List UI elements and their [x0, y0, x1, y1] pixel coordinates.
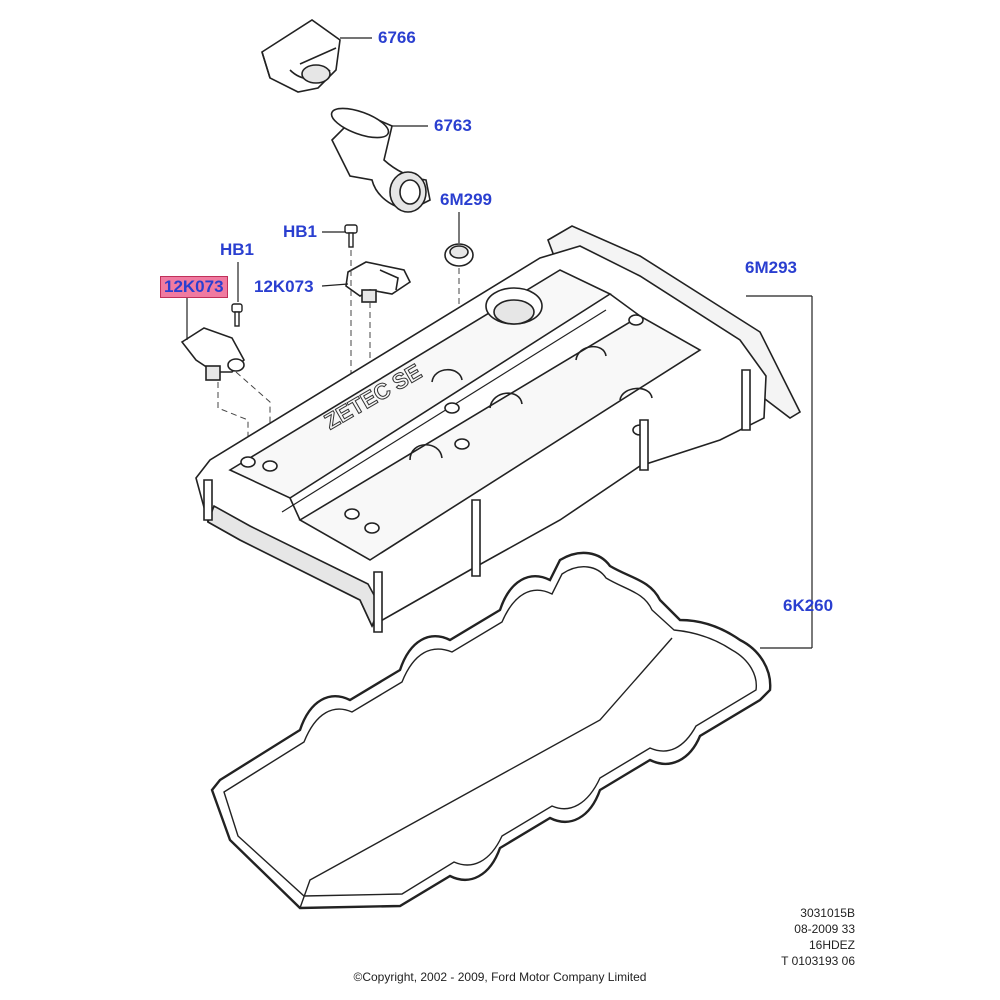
grommet-part[interactable] — [444, 243, 474, 267]
oil-filler-tube-part[interactable] — [328, 102, 431, 213]
cam-cover-gasket-part[interactable] — [210, 551, 772, 910]
callout-6m293[interactable]: 6M293 — [745, 258, 797, 277]
callout-6k260[interactable]: 6K260 — [783, 596, 834, 615]
camshaft-sensor-right-part[interactable] — [345, 261, 412, 303]
callout-12k073-left[interactable]: 12K073 — [160, 276, 228, 298]
callout-6763[interactable]: 6763 — [434, 116, 472, 135]
reference-line-3: 16HDEZ — [808, 938, 855, 952]
leader-lines — [186, 37, 813, 649]
copyright-notice: ©Copyright, 2002 - 2009, Ford Motor Comp… — [353, 970, 647, 984]
reference-line-1: 3031015B — [800, 906, 855, 920]
callout-6m299[interactable]: 6M299 — [440, 190, 492, 209]
callout-hb1-left[interactable]: HB1 — [220, 240, 255, 259]
callout-6766[interactable]: 6766 — [378, 28, 416, 47]
illustration-reference: 3031015B 08-2009 33 16HDEZ T 0103193 06 — [781, 905, 855, 969]
reference-line-2: 08-2009 33 — [794, 922, 855, 936]
bolt-hb1-left-part[interactable] — [231, 303, 243, 327]
oil-filler-cap-part[interactable] — [261, 19, 341, 93]
bolt-hb1-upper-part[interactable] — [344, 224, 358, 248]
camshaft-sensor-left-part[interactable] — [180, 327, 245, 381]
callout-hb1-upper[interactable]: HB1 — [283, 222, 318, 241]
reference-line-4: T 0103193 06 — [781, 954, 855, 968]
callout-12k073-right[interactable]: 12K073 — [254, 277, 314, 296]
